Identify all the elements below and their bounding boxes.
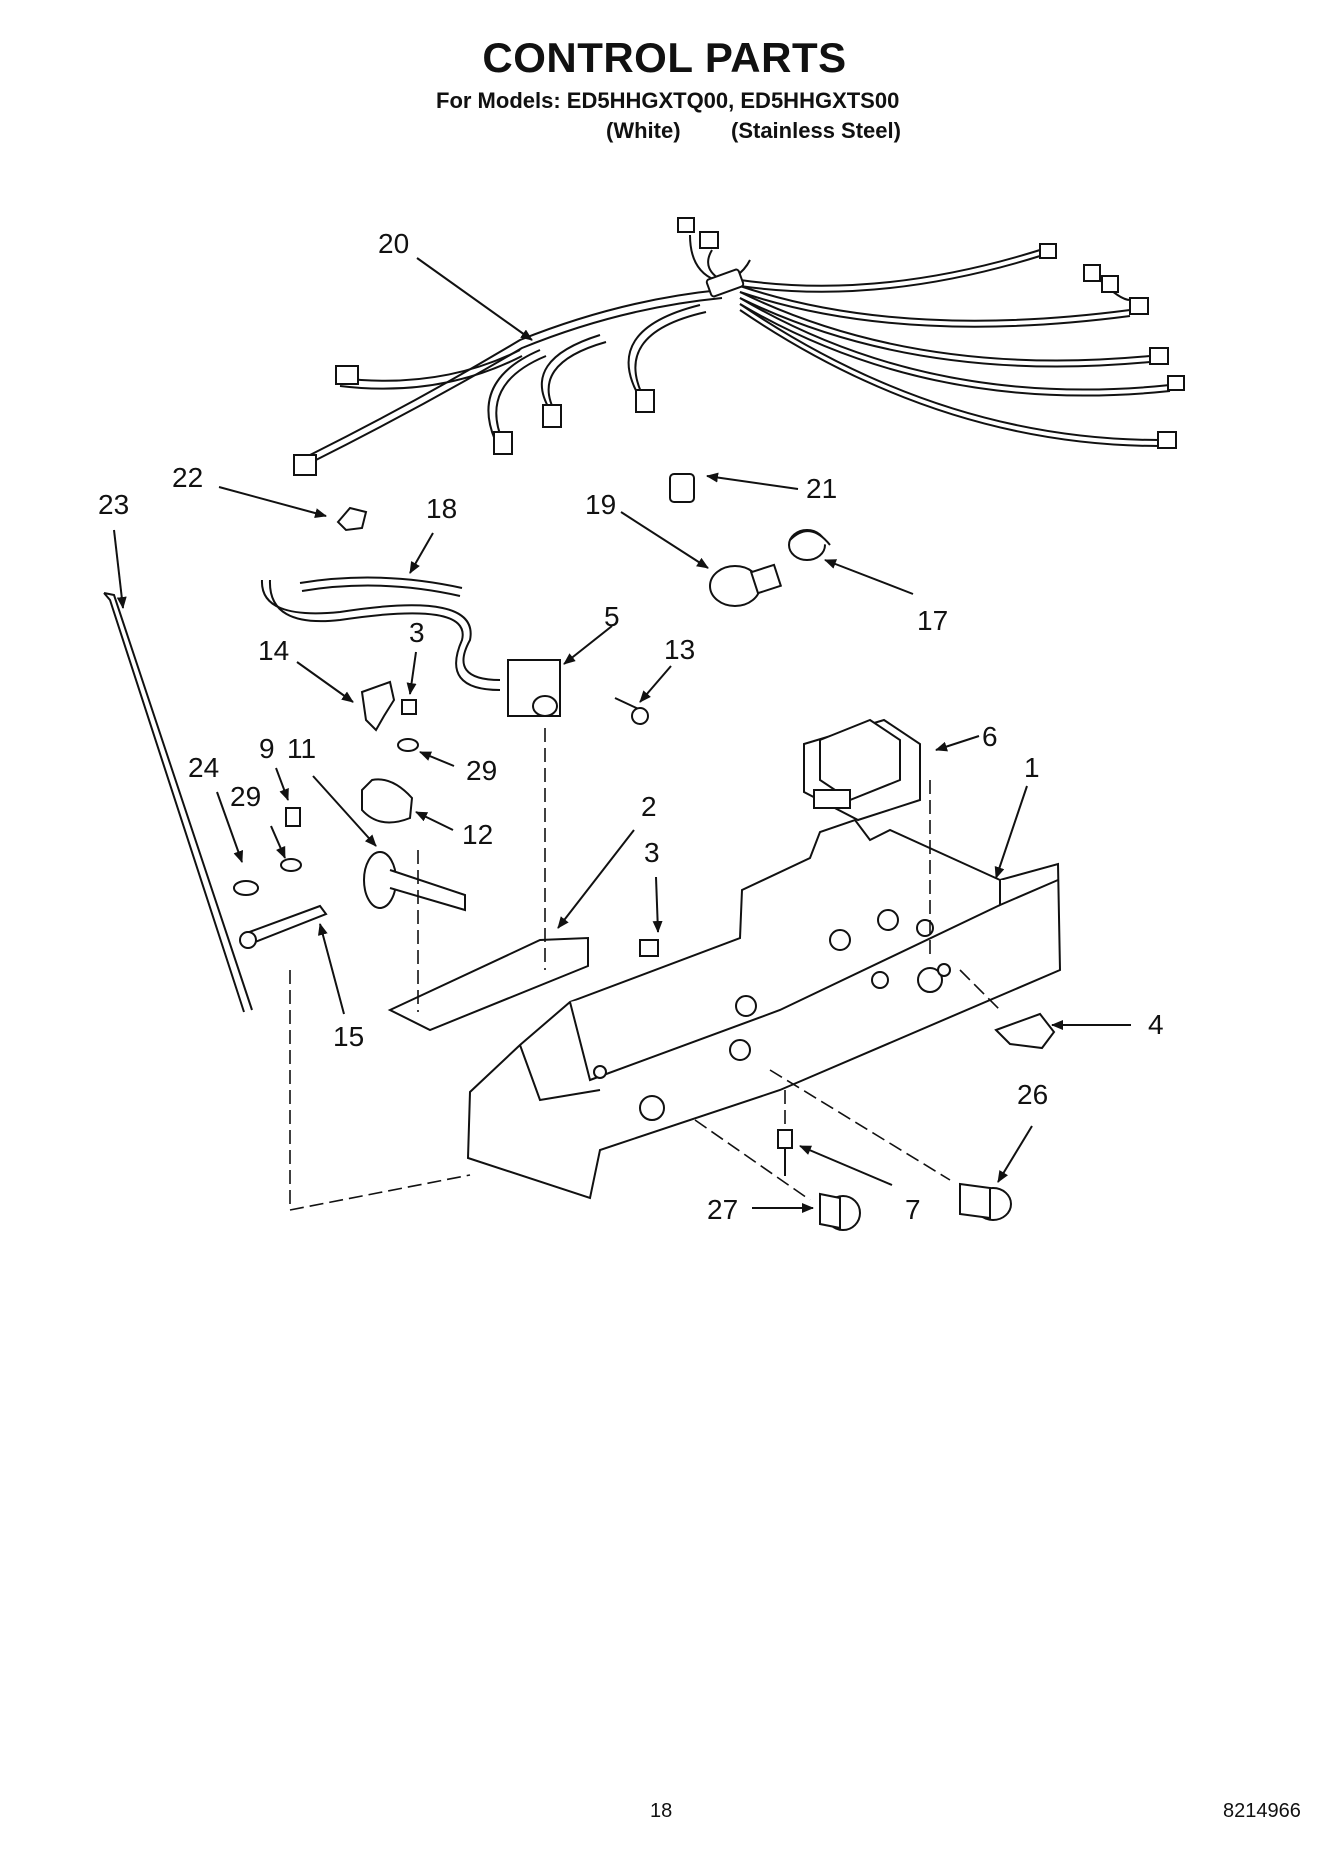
part-3-screw-mid: [639, 939, 659, 957]
wire-harness: [309, 234, 1171, 464]
variant-stainless: (Stainless Steel): [731, 118, 901, 143]
callout-1: 1: [1024, 752, 1040, 783]
callout-2: 2: [641, 791, 657, 822]
part-19-bulb: [709, 563, 783, 607]
callout-13: 13: [664, 634, 695, 665]
part-5-thermostat: [260, 579, 561, 717]
part-14-bracket: [360, 680, 396, 732]
callout-19: 19: [585, 489, 616, 520]
callout-18: 18: [426, 493, 457, 524]
part-21-clip: [669, 473, 695, 503]
control-housing: [466, 818, 1062, 1200]
callout-29-left: 29: [230, 781, 261, 812]
callout-labels: 20 22 23 18 21 19 17 14 3 5 13 6 1 24 9 …: [98, 228, 1164, 1225]
part-12-bracket: [361, 778, 414, 824]
part-22-clip: [336, 506, 368, 532]
alignment-lines: [289, 728, 1001, 1211]
callout-17: 17: [917, 605, 948, 636]
harness-connectors: [293, 217, 1185, 476]
part-3-screw-top: [397, 699, 419, 752]
callout-23: 23: [98, 489, 129, 520]
part-7-screw: [777, 1129, 793, 1176]
models-line: For Models: ED5HHGXTQ00, ED5HHGXTS00: [436, 88, 900, 113]
part-18-tube: [299, 576, 463, 597]
callout-6: 6: [982, 721, 998, 752]
document-number: 8214966: [1223, 1800, 1301, 1822]
callout-9: 9: [259, 733, 275, 764]
part-26-button: [959, 1182, 1012, 1221]
callout-3-top: 3: [409, 617, 425, 648]
part-23-rod: [103, 592, 253, 1013]
callout-5: 5: [604, 601, 620, 632]
page-number: 18: [650, 1800, 673, 1822]
page-title: CONTROL PARTS: [482, 34, 847, 81]
callout-7: 7: [905, 1194, 921, 1225]
part-17-socket: [788, 529, 831, 561]
callout-29-right: 29: [466, 755, 497, 786]
part-27-button: [819, 1192, 861, 1231]
callout-26: 26: [1017, 1079, 1048, 1110]
callout-11: 11: [287, 733, 316, 764]
callout-21: 21: [806, 473, 837, 504]
part-11-knob-shaft: [363, 851, 466, 912]
part-9-screw: [280, 807, 302, 872]
callout-20: 20: [378, 228, 409, 259]
variant-white: (White): [606, 118, 681, 143]
part-2-bracket: [387, 936, 589, 1032]
callout-24: 24: [188, 752, 219, 783]
part-6-transformer: [803, 718, 921, 822]
callout-4: 4: [1148, 1009, 1164, 1040]
callout-22: 22: [172, 462, 203, 493]
callout-3-mid: 3: [644, 837, 660, 868]
part-13-screw: [614, 697, 649, 725]
leader-arrows: [113, 257, 1131, 1213]
callout-12: 12: [462, 819, 493, 850]
callout-27: 27: [707, 1194, 738, 1225]
part-4-switch: [994, 1012, 1056, 1050]
part-24-washer: [233, 880, 259, 896]
callout-15: 15: [333, 1021, 364, 1052]
part-15-lever: [239, 904, 328, 949]
callout-14: 14: [258, 635, 289, 666]
